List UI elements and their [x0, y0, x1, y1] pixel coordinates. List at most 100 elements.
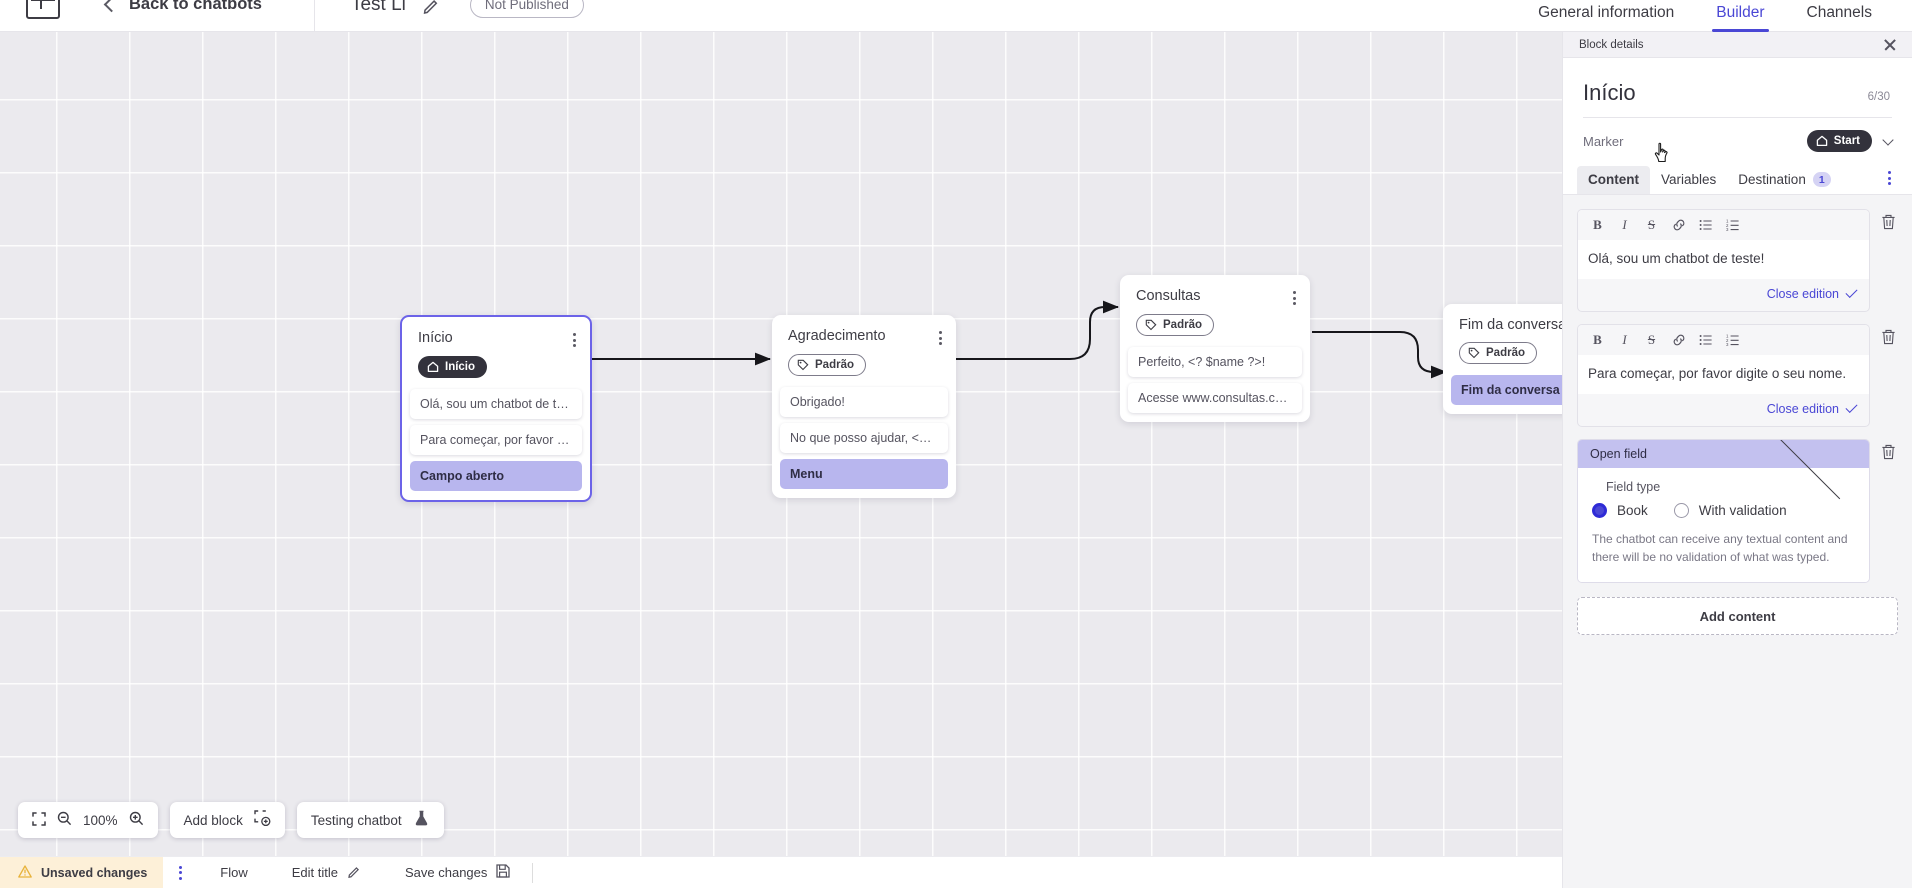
delete-editor-button[interactable]: [1878, 324, 1898, 345]
bottom-status-bar: Unsaved changes Flow Edit title Save cha…: [0, 856, 1562, 888]
node-title: Consultas: [1136, 288, 1201, 304]
save-icon: [496, 864, 511, 881]
bullet-list-icon[interactable]: [1692, 214, 1719, 236]
edit-title-pencil-icon[interactable]: [422, 0, 440, 14]
add-block-label: Add block: [183, 812, 243, 828]
top-bar: Back to chatbots Test Li Not Published G…: [0, 0, 1912, 32]
node-item[interactable]: Perfeito, <? $name ?>!: [1128, 347, 1302, 377]
node-item[interactable]: Olá, sou um chatbot de teste!: [410, 389, 582, 419]
add-block-icon: [254, 810, 271, 830]
top-tabs: General information Builder Channels: [1496, 0, 1912, 32]
delete-editor-button[interactable]: [1878, 209, 1898, 230]
strikethrough-icon[interactable]: S: [1647, 217, 1656, 232]
italic-icon[interactable]: I: [1622, 217, 1627, 232]
marker-start-badge[interactable]: Start: [1806, 130, 1872, 152]
panel-tabs: Content Variables Destination 1: [1563, 152, 1912, 195]
via-logo[interactable]: [26, 0, 60, 19]
svg-text:3: 3: [1726, 227, 1729, 232]
flow-node-inicio[interactable]: Início Início Olá, sou um chatbot de tes…: [400, 315, 592, 502]
tab-variables[interactable]: Variables: [1661, 172, 1717, 187]
close-edition-button[interactable]: Close edition: [1578, 279, 1869, 311]
trash-icon: [1881, 444, 1895, 459]
zoom-controls[interactable]: 100%: [18, 802, 158, 838]
add-content-button[interactable]: Add content: [1577, 597, 1898, 636]
zoom-in-icon[interactable]: [129, 811, 144, 829]
home-icon: [1816, 135, 1828, 147]
chevron-down-icon[interactable]: [1882, 133, 1894, 146]
strikethrough-icon[interactable]: S: [1647, 331, 1656, 347]
radio-book[interactable]: [1592, 502, 1607, 518]
node-item[interactable]: Para começar, por favor digite o ...: [410, 425, 582, 455]
warning-icon: [18, 864, 32, 881]
node-menu-button[interactable]: [1293, 288, 1296, 305]
node-item[interactable]: Obrigado!: [780, 387, 948, 417]
italic-icon[interactable]: I: [1622, 331, 1627, 347]
flow-node-fim-da-conversa[interactable]: Fim da conversa Padrão Fim da conversa: [1443, 304, 1562, 414]
check-icon: [1845, 286, 1858, 299]
tab-channels[interactable]: Channels: [1806, 3, 1873, 21]
panel-more-button[interactable]: [1879, 171, 1900, 194]
bold-icon[interactable]: B: [1593, 217, 1602, 232]
open-field-block: Open field Field type Book With validati…: [1577, 438, 1898, 584]
flow-node-agradecimento[interactable]: Agradecimento Padrão Obrigado! No que po…: [772, 315, 956, 498]
bold-icon[interactable]: B: [1593, 331, 1602, 347]
link-icon[interactable]: [1665, 214, 1692, 236]
node-item[interactable]: No que posso ajudar, <? $name ...: [780, 423, 948, 453]
marker-label: Marker: [1583, 133, 1624, 149]
node-item[interactable]: Menu: [780, 459, 948, 489]
node-item[interactable]: Acesse www.consultas.com par...: [1128, 383, 1302, 413]
flow-canvas[interactable]: Início Início Olá, sou um chatbot de tes…: [0, 32, 1562, 856]
node-items: Perfeito, <? $name ?>! Acesse www.consul…: [1120, 347, 1310, 422]
pencil-icon: [347, 864, 361, 881]
back-to-chatbots-label: Back to chatbots: [129, 0, 262, 13]
node-title: Início: [418, 330, 453, 346]
testing-chatbot-button[interactable]: Testing chatbot: [296, 802, 444, 838]
zoom-out-icon[interactable]: [57, 811, 72, 829]
tab-builder[interactable]: Builder: [1712, 4, 1769, 32]
bullet-list-icon[interactable]: [1692, 329, 1719, 351]
node-menu-button[interactable]: [939, 328, 942, 345]
node-tag-row: Padrão: [1443, 333, 1562, 375]
node-tag-row: Padrão: [1120, 305, 1310, 347]
tab-content[interactable]: Content: [1577, 166, 1650, 194]
flow-node-consultas[interactable]: Consultas Padrão Perfeito, <? $name ?>! …: [1120, 275, 1310, 422]
block-details-panel: Block details Início 6/30 Marker Start C…: [1562, 32, 1912, 888]
delete-open-field-button[interactable]: [1878, 439, 1898, 460]
field-type-options: Book With validation: [1592, 502, 1855, 518]
back-to-chatbots-button[interactable]: Back to chatbots: [103, 0, 262, 14]
status-more-button[interactable]: [163, 865, 198, 880]
testing-chatbot-label: Testing chatbot: [310, 812, 402, 828]
fit-screen-icon[interactable]: [32, 811, 46, 829]
flow-label: Flow: [220, 865, 248, 880]
editor-text-input[interactable]: Olá, sou um chatbot de teste!: [1578, 240, 1869, 279]
save-changes-label: Save changes: [405, 865, 488, 880]
radio-with-validation[interactable]: [1673, 502, 1689, 518]
link-icon[interactable]: [1665, 329, 1692, 351]
node-item[interactable]: Campo aberto: [410, 461, 582, 491]
node-header: Agradecimento: [772, 315, 956, 345]
save-changes-button[interactable]: Save changes: [383, 857, 532, 888]
flow-button[interactable]: Flow: [198, 857, 269, 888]
node-items: Obrigado! No que posso ajudar, <? $name …: [772, 387, 956, 498]
editor-text-input[interactable]: Para começar, por favor digite o seu nom…: [1578, 354, 1869, 394]
close-icon[interactable]: [1882, 37, 1898, 53]
open-field-header[interactable]: Open field: [1578, 439, 1869, 505]
node-menu-button[interactable]: [573, 330, 576, 347]
block-name[interactable]: Início: [1583, 80, 1636, 105]
unsaved-changes-label: Unsaved changes: [41, 865, 148, 880]
tab-general-information[interactable]: General information: [1538, 3, 1675, 21]
close-edition-button[interactable]: Close edition: [1578, 394, 1869, 426]
edit-title-button[interactable]: Edit title: [270, 857, 383, 888]
add-block-button[interactable]: Add block: [169, 802, 285, 838]
node-header: Fim da conversa: [1443, 304, 1562, 333]
svg-text:3: 3: [1726, 342, 1729, 347]
node-tag-default: Padrão: [1459, 342, 1537, 364]
node-item[interactable]: Fim da conversa: [1451, 375, 1562, 405]
tab-destination[interactable]: Destination 1: [1727, 166, 1841, 194]
char-counter: 6/30: [1867, 91, 1890, 103]
